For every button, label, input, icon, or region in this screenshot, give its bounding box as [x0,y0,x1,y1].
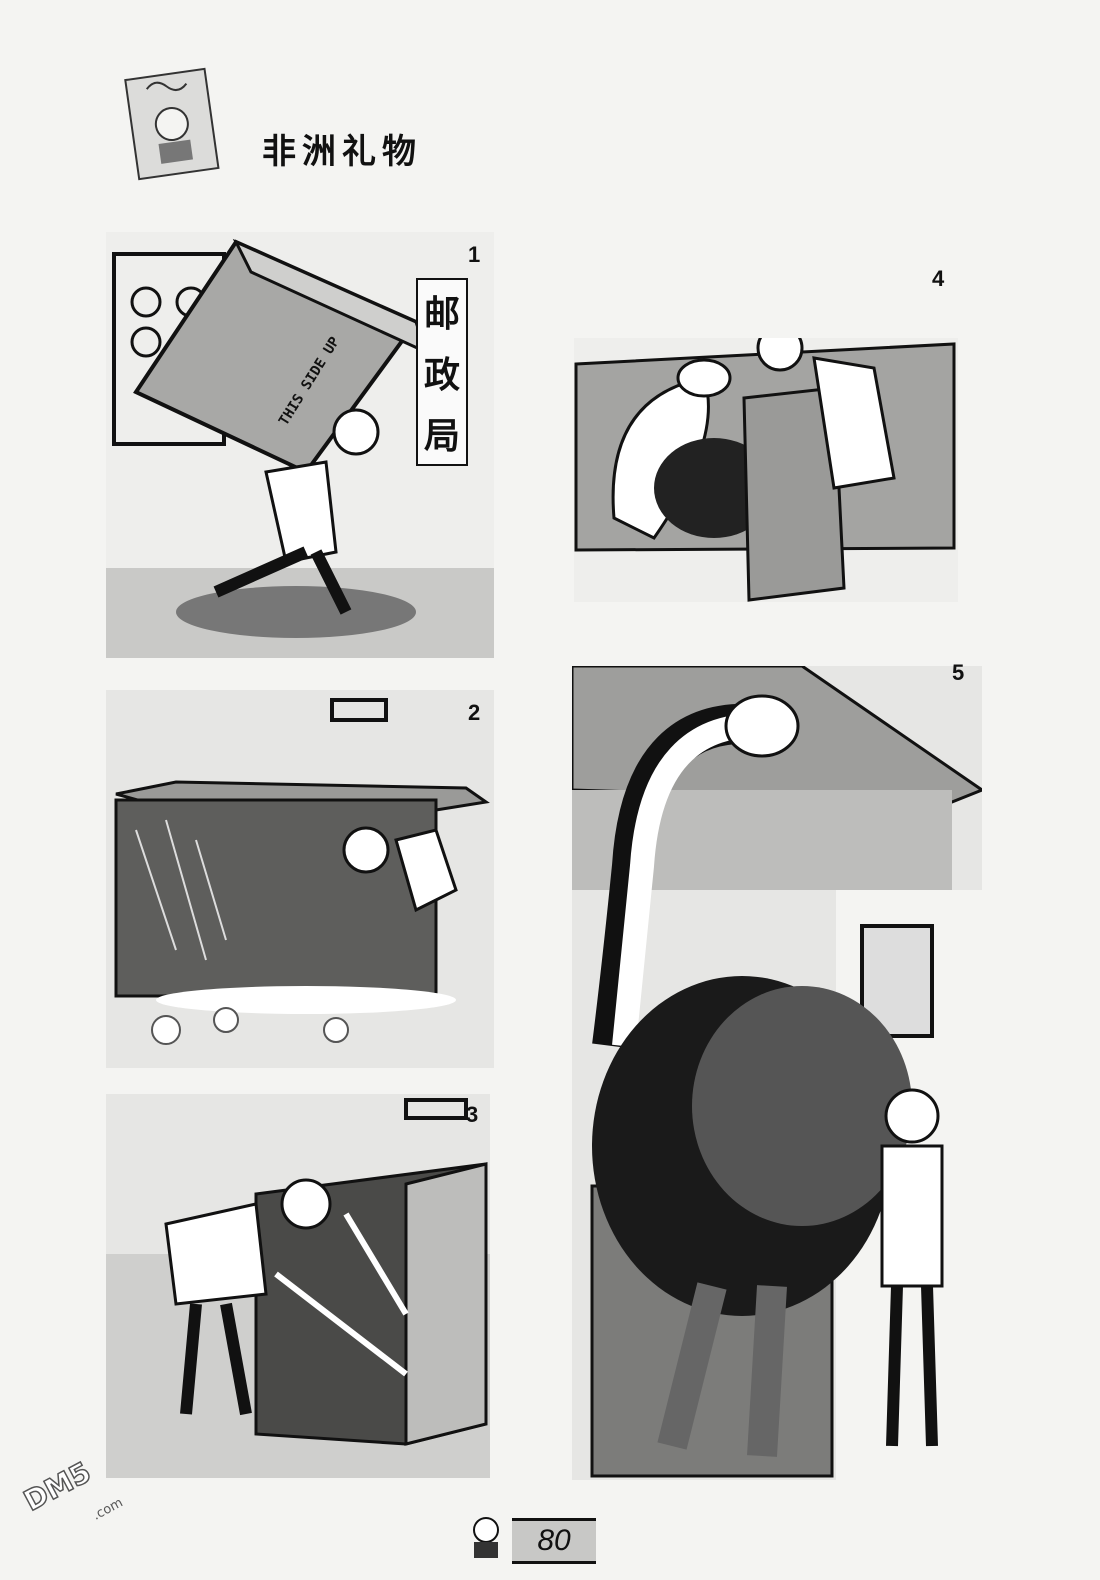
post-office-sign: 邮 政 局 [416,278,468,466]
avatar-icon [464,1514,508,1560]
sign-char: 政 [423,354,460,396]
comic-panel-3 [106,1094,490,1478]
panel-number: 3 [466,1102,479,1127]
panel-number: 2 [468,700,481,725]
watermark-logo: DM5 [18,1455,97,1519]
comic-panel-4 [574,338,958,602]
panel-number: 4 [932,266,945,291]
comic-panel-2 [106,690,494,1068]
sign-char: 局 [423,416,460,458]
panel-number: 1 [468,242,481,267]
watermark-domain: .com [90,1495,126,1524]
page-title: 非洲礼物 [262,132,422,172]
note-sketch-icon [122,66,222,184]
panel-number: 5 [952,660,965,685]
page-number: 80 [512,1518,596,1564]
sign-char: 邮 [423,293,460,335]
comic-panel-5 [572,666,982,1480]
